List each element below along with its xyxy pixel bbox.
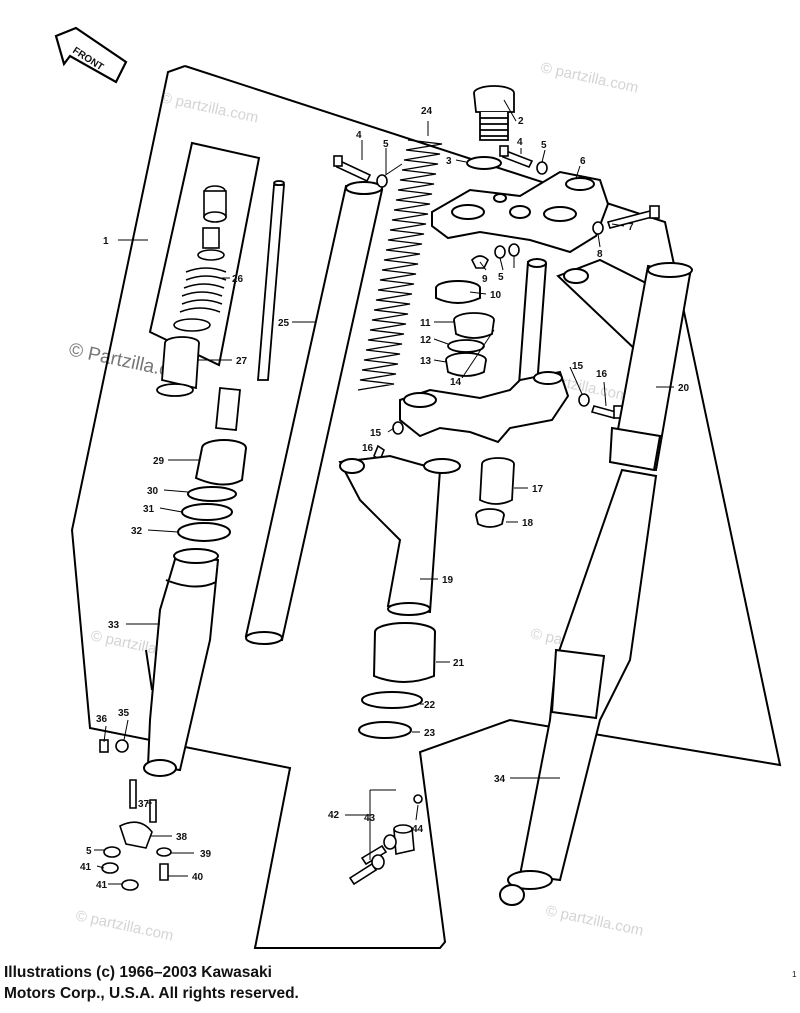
callout-1: 1	[103, 236, 109, 247]
watermark-6: © partzilla.com	[74, 907, 175, 944]
front-arrow: FRONT	[54, 26, 128, 84]
part-24-spring	[357, 139, 443, 391]
callout-9: 9	[482, 274, 488, 285]
callout-44: 44	[412, 824, 424, 835]
callout-39: 39	[200, 849, 212, 860]
callout-11: 11	[420, 318, 431, 329]
watermark-7: © partzilla.com	[544, 902, 645, 939]
callout-5d: 5	[86, 846, 92, 857]
copyright-line-1: Illustrations (c) 1966–2003 Kawasaki	[4, 964, 272, 981]
callout-16: 16	[362, 443, 374, 454]
part-25-rod	[215, 180, 285, 431]
callout-29: 29	[153, 456, 165, 467]
part-34-outer-tube	[499, 468, 658, 906]
callout-3: 3	[446, 156, 452, 167]
callout-5: 5	[383, 139, 389, 150]
watermark-2: © partzilla.com	[159, 89, 260, 126]
callout-5b: 5	[541, 140, 547, 151]
parts-29-32-seals	[177, 439, 247, 542]
damper-kit-parts	[173, 185, 227, 332]
copyright-line-2: Motors Corp., U.S.A. All rights reserved…	[4, 985, 299, 1002]
callout-30: 30	[147, 486, 159, 497]
callout-8: 8	[597, 249, 603, 260]
parts-11-13-bearing	[445, 312, 495, 377]
callout-38: 38	[176, 832, 188, 843]
callout-36: 36	[96, 714, 108, 725]
part-25-tube	[244, 181, 384, 645]
part-3-oring	[466, 156, 502, 170]
callout-37: 37	[138, 799, 150, 810]
callout-42: 42	[328, 810, 340, 821]
parts-35-41-fasteners	[99, 739, 172, 891]
part-19-cover	[338, 454, 461, 616]
callout-27: 27	[236, 356, 248, 367]
callout-5c: 5	[498, 272, 504, 283]
callout-4: 4	[356, 130, 362, 141]
callout-20: 20	[678, 383, 690, 394]
callout-34: 34	[494, 774, 506, 785]
callout-41b: 41	[96, 880, 108, 891]
watermark-1: © partzilla.com	[539, 59, 640, 96]
leader-lines	[94, 99, 674, 885]
page-number: 1	[792, 970, 797, 979]
callout-10: 10	[490, 290, 502, 301]
bolts-4	[333, 145, 534, 183]
callout-17: 17	[532, 484, 544, 495]
callout-26: 26	[232, 274, 244, 285]
part-2-cap-bolt	[473, 85, 515, 141]
part-10-nut	[435, 280, 481, 304]
parts-42-44-lock	[348, 794, 423, 886]
diagram-border	[70, 65, 782, 949]
callout-18: 18	[522, 518, 534, 529]
callout-7: 7	[628, 222, 634, 233]
callout-25: 25	[278, 318, 290, 329]
callout-2: 2	[518, 116, 524, 127]
callout-19: 19	[442, 575, 454, 586]
callout-32: 32	[131, 526, 143, 537]
callout-15b: 15	[572, 361, 584, 372]
callout-13: 13	[420, 356, 432, 367]
callout-40: 40	[192, 872, 204, 883]
washers-5	[376, 161, 548, 259]
callout-14: 14	[450, 377, 462, 388]
callout-43: 43	[364, 813, 376, 824]
callout-41: 41	[80, 862, 92, 873]
part-27	[156, 336, 200, 397]
callout-12: 12	[420, 335, 432, 346]
part-33-outer-tube	[143, 548, 220, 777]
part-14-lower-bracket	[399, 258, 570, 444]
callout-22: 22	[424, 700, 436, 711]
callout-33: 33	[108, 620, 120, 631]
callout-15: 15	[370, 428, 382, 439]
callout-35: 35	[118, 708, 130, 719]
parts-15-16	[373, 393, 623, 462]
callout-labels: 1 2 3 4 4 5 5 5 6 7 8 9 10 11 12 13 14 1…	[80, 106, 690, 891]
part-20-outer-cover	[608, 262, 693, 472]
part-7-bolt	[606, 205, 660, 229]
parts-21-23	[358, 622, 436, 739]
callout-6: 6	[580, 156, 586, 167]
kit-box	[148, 141, 261, 367]
callout-21: 21	[453, 658, 465, 669]
callout-16b: 16	[596, 369, 608, 380]
callout-4b: 4	[517, 137, 523, 148]
callout-31: 31	[143, 504, 155, 515]
parts-17-18	[475, 457, 515, 528]
copyright-notice: Illustrations (c) 1966–2003 Kawasaki Mot…	[4, 962, 299, 1004]
part-6-upper-bracket	[431, 170, 610, 254]
callout-23: 23	[424, 728, 436, 739]
callout-24: 24	[421, 106, 433, 117]
